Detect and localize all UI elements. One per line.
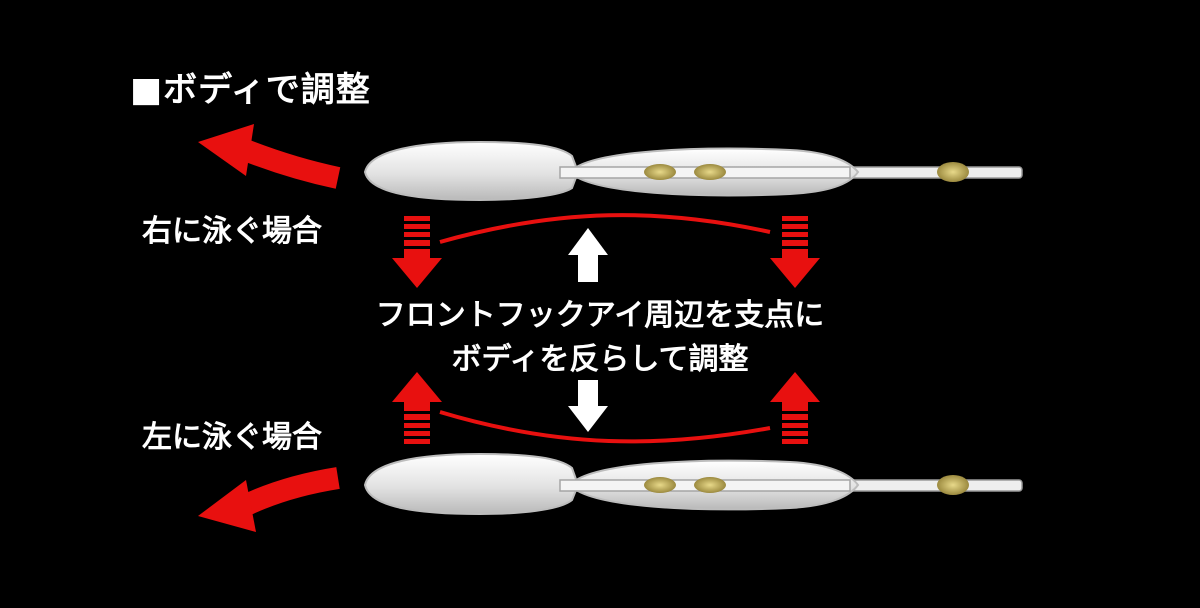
center-text-line-2: ボディを反らして調整 xyxy=(451,342,749,377)
lure-bottom-bead-2 xyxy=(694,477,726,493)
up-arrow-left-icon xyxy=(392,372,442,444)
lure-bottom xyxy=(363,452,1023,516)
lure-top xyxy=(363,140,1023,202)
lure-top-bead-2 xyxy=(694,164,726,180)
lure-top-head xyxy=(363,140,580,202)
lure-top-bead-1 xyxy=(644,164,676,180)
down-arrow-right-icon xyxy=(770,216,820,288)
center-text-line-1: フロントフックアイ周辺を支点に xyxy=(375,298,825,333)
white-down-arrow-icon xyxy=(568,380,608,432)
bend-arc-top-icon xyxy=(439,213,771,244)
label-swim-right: 右に泳ぐ場合 xyxy=(142,214,322,249)
center-explanation: フロントフックアイ周辺を支点に ボディを反らして調整 xyxy=(300,294,900,382)
lure-bottom-bead-1 xyxy=(644,477,676,493)
lure-bottom-eye xyxy=(937,475,969,495)
bend-arc-bottom-icon xyxy=(439,410,771,444)
white-up-arrow-icon xyxy=(568,228,608,282)
label-swim-left: 左に泳ぐ場合 xyxy=(142,420,322,455)
swim-left-arrow-icon xyxy=(198,467,340,532)
down-arrow-left-icon xyxy=(392,216,442,288)
up-arrow-right-icon xyxy=(770,372,820,444)
diagram-title: ■ボディで調整 xyxy=(130,70,371,110)
lure-top-eye xyxy=(937,162,969,182)
lure-bottom-head xyxy=(363,452,580,516)
swim-right-arrow-icon xyxy=(198,124,341,189)
